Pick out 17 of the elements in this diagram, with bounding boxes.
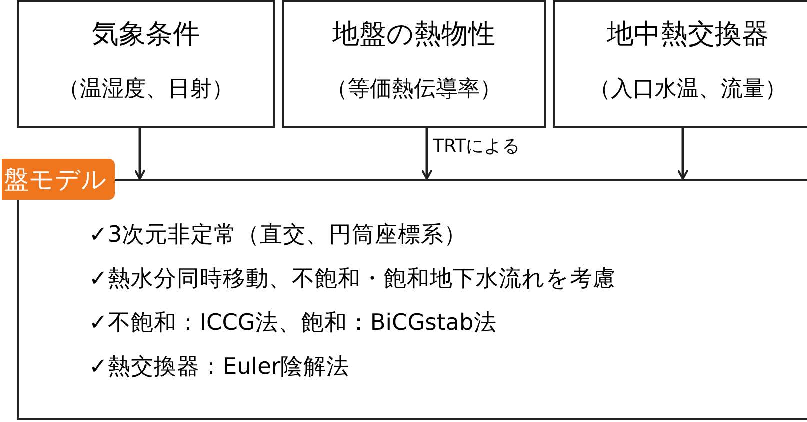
arrow (134, 128, 146, 180)
checklist-item: ✓3次元非定常（直交、円筒座標系） (89, 221, 468, 250)
checklist-item: ✓熱水分同時移動、不飽和・飽和地下水流れを考慮 (89, 265, 616, 294)
box-subtext: （温湿度、日射） (57, 76, 235, 104)
box-heading: 地盤の熱物性 (332, 18, 496, 52)
arrow (421, 128, 433, 180)
checklist-item: ✓不飽和：ICCG法、飽和：BiCGstab法 (89, 309, 497, 338)
box-subtext: （入口水温、流量） (588, 76, 788, 104)
input-box (17, 0, 275, 128)
box-heading: 地中熱交換器 (606, 18, 770, 52)
input-box (282, 0, 546, 128)
box-heading: 気象条件 (91, 18, 201, 52)
checklist-item: ✓熱交換器：Euler陰解法 (89, 353, 350, 382)
arrow (677, 128, 689, 180)
box-subtext: （等価熱伝導率） (325, 76, 503, 104)
model-tag: 盤モデル (2, 159, 115, 200)
input-box (553, 0, 807, 128)
